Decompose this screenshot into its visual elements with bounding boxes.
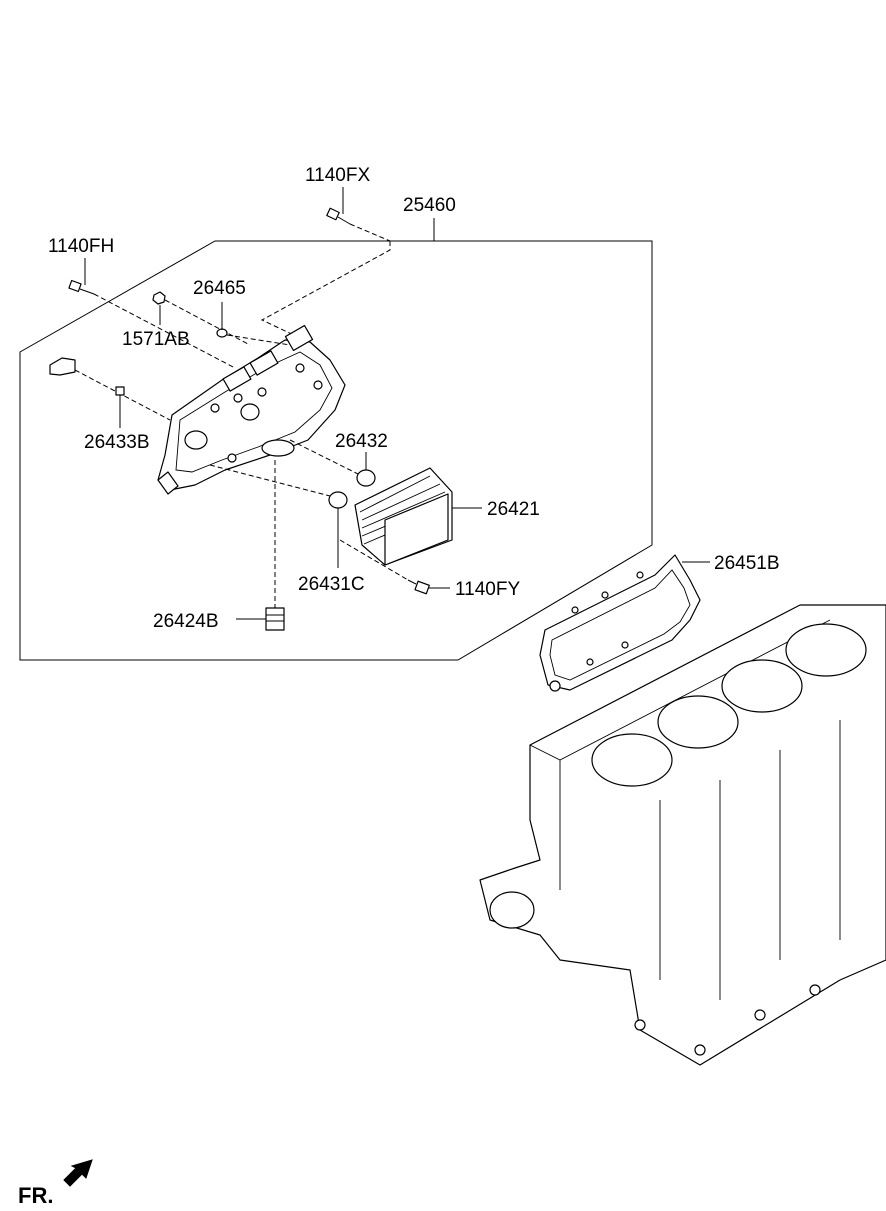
washer-26465 bbox=[216, 328, 291, 346]
drain-plug-26424B bbox=[265, 460, 285, 631]
label-1571AB: 1571AB bbox=[122, 329, 190, 350]
front-marker: FR. bbox=[18, 1159, 93, 1208]
label-1140FY: 1140FY bbox=[455, 579, 520, 600]
label-26432: 26432 bbox=[335, 431, 388, 452]
label-26431C: 26431C bbox=[298, 574, 365, 595]
bolt-1140FX bbox=[326, 207, 391, 242]
bolt-1140FH bbox=[68, 279, 236, 369]
gasket-26451B bbox=[539, 554, 701, 692]
label-25460: 25460 bbox=[403, 195, 456, 216]
label-26421: 26421 bbox=[487, 499, 540, 520]
front-label: FR. bbox=[18, 1183, 53, 1208]
label-26433B: 26433B bbox=[84, 432, 150, 453]
front-arrow-icon bbox=[63, 1159, 93, 1187]
nut-1571AB bbox=[152, 291, 251, 346]
label-26424B: 26424B bbox=[153, 611, 219, 632]
leader-lines bbox=[84, 187, 710, 620]
label-26465: 26465 bbox=[193, 278, 246, 299]
o-ring-26431C bbox=[209, 464, 348, 509]
label-26451B: 26451B bbox=[714, 553, 780, 574]
label-1140FH: 1140FH bbox=[48, 236, 114, 257]
assembly-frame bbox=[19, 240, 653, 661]
fitting-26433B bbox=[49, 357, 171, 421]
oil-cooler-core bbox=[354, 467, 453, 566]
part-labels: 1140FX 25460 1140FH 26465 1571AB 26433B … bbox=[48, 165, 780, 632]
label-1140FX: 1140FX bbox=[305, 165, 370, 186]
bolt-1140FY bbox=[339, 539, 430, 595]
engine-block bbox=[479, 604, 886, 1066]
oil-cooler-housing bbox=[157, 324, 346, 495]
